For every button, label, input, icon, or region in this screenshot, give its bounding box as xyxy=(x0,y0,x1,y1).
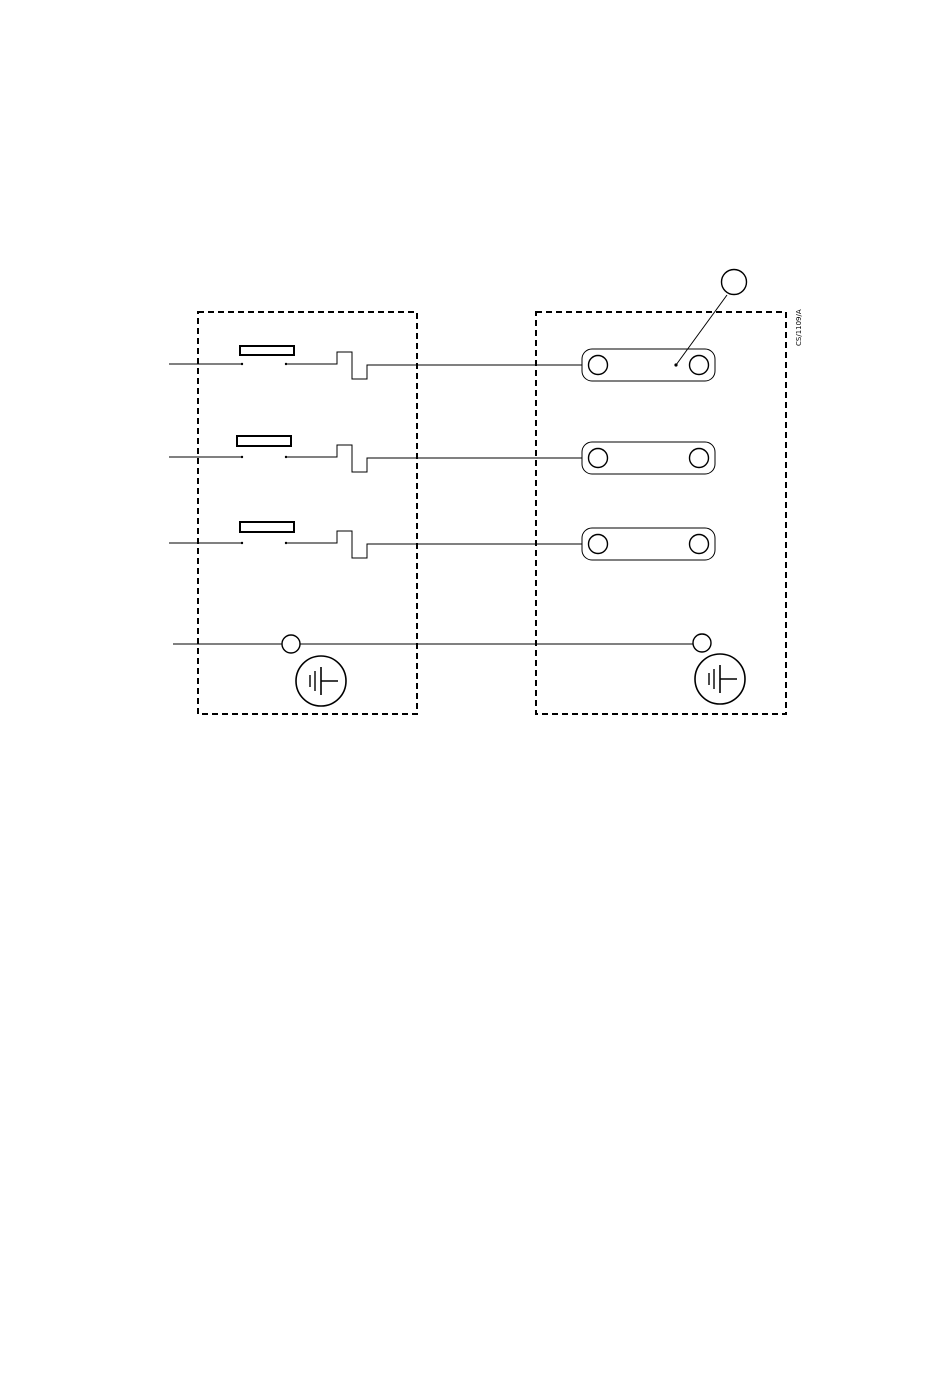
terminal-2a xyxy=(589,449,608,468)
terminal-3a xyxy=(589,535,608,554)
link-wire-1 xyxy=(286,352,582,379)
callout-balloon xyxy=(722,270,747,295)
line-2 xyxy=(169,436,715,474)
figure-reference-code: CS/1109/A xyxy=(795,309,803,346)
terminal-1a xyxy=(589,356,608,375)
earth-symbol-left-icon xyxy=(296,656,346,706)
link-wire-2 xyxy=(286,445,582,472)
fuse-1 xyxy=(240,346,294,355)
fuse-contact-left-1 xyxy=(241,363,243,365)
link-wire-3 xyxy=(286,531,582,558)
right-unit-enclosure xyxy=(536,312,786,714)
earth-terminal-right xyxy=(693,634,711,652)
terminal-2b xyxy=(690,449,709,468)
fuse-2 xyxy=(237,436,291,446)
earth-terminal-left xyxy=(282,635,300,653)
callout xyxy=(674,270,746,367)
earth-symbol-right-icon xyxy=(695,654,745,704)
fuse-3 xyxy=(240,522,294,532)
terminal-3b xyxy=(690,535,709,554)
fuse-contact-left-2 xyxy=(241,456,243,458)
left-unit-enclosure xyxy=(198,312,417,714)
line-3 xyxy=(169,522,715,560)
fuse-contact-left-3 xyxy=(241,542,243,544)
terminal-1b xyxy=(690,356,709,375)
earth-line xyxy=(173,634,745,706)
line-1 xyxy=(169,346,715,381)
callout-leader xyxy=(676,295,727,365)
